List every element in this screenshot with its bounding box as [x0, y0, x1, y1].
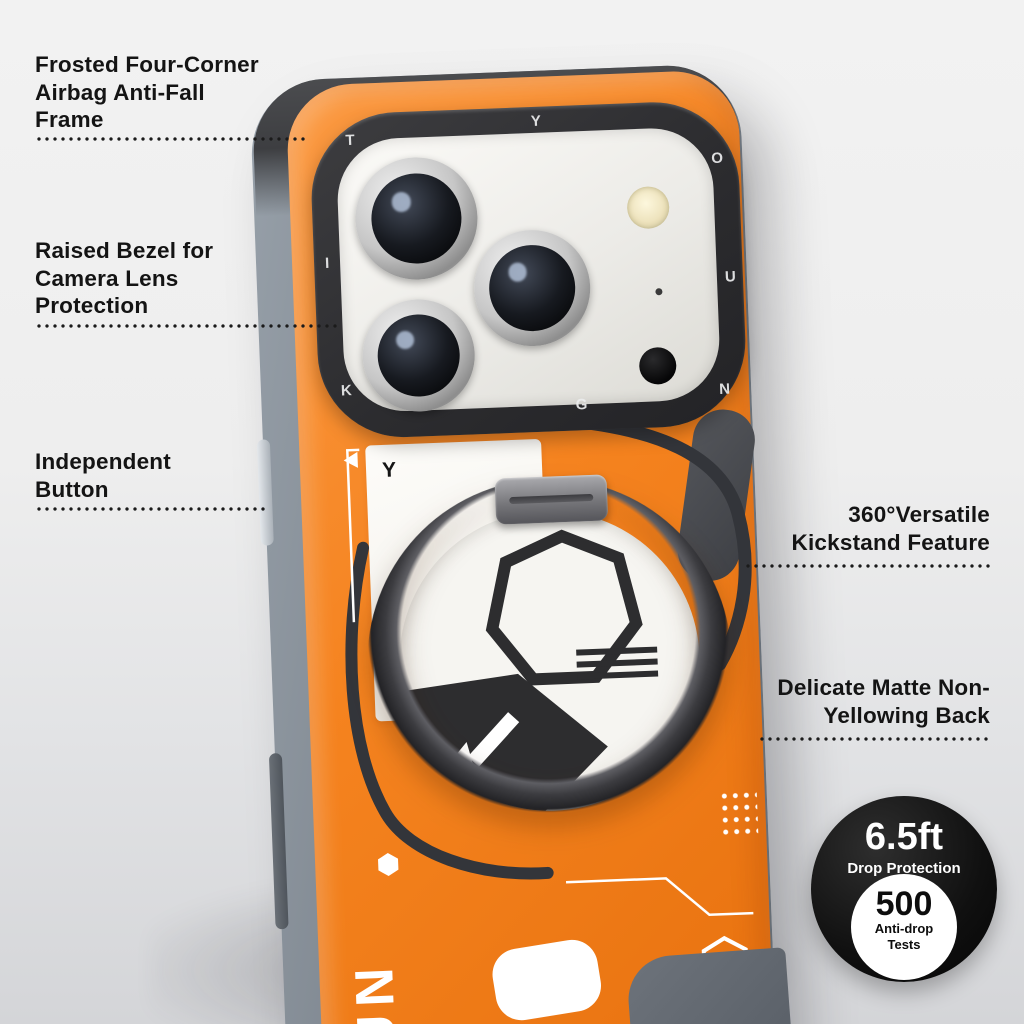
badge-test-caption1: Anti-drop [874, 921, 934, 936]
annotation-bezel-line2: Camera Lens [35, 265, 179, 291]
annotation-kickstand-line2: Kickstand Feature [791, 529, 990, 555]
bezel-letter-u: U [724, 268, 737, 286]
annotation-bezel-line1: Raised Bezel for [35, 238, 214, 263]
leader-kickstand [744, 564, 990, 568]
lens-highlight [391, 191, 412, 213]
annotation-kickstand: 360°Versatile Kickstand Feature [792, 501, 990, 556]
bezel-letter-t: T [345, 131, 355, 150]
annotation-frame-line1: Frosted Four-Corner [35, 52, 259, 77]
leader-button [35, 507, 269, 511]
annotation-button-line1: Independent [35, 449, 171, 474]
brand-letter: Y [381, 458, 397, 482]
dot-grid-print [718, 788, 759, 839]
badge-test-circle: 500 Anti-drop Tests [851, 874, 957, 980]
leader-back [758, 737, 990, 741]
phone-case: Y T Y O U N G K [249, 63, 796, 1024]
annotation-back-line1: Delicate Matte Non- [777, 675, 990, 700]
annotation-button: Independent Button [35, 448, 171, 503]
bezel-letter-g: G [575, 396, 588, 414]
annotation-button-line2: Button [35, 476, 109, 502]
bezel-letter-n: N [718, 380, 731, 398]
annotation-bezel: Raised Bezel for Camera Lens Protection [35, 237, 213, 320]
badge-test-count: 500 [875, 885, 933, 923]
lens-glass [369, 171, 464, 266]
lens-glass [487, 243, 577, 333]
badge-drop-height: 6.5ft [864, 816, 944, 858]
bezel-letter-y: Y [530, 112, 542, 131]
annotation-frame-line2: Airbag Anti-Fall [35, 79, 205, 105]
badge-drop-caption: Drop Protection [847, 860, 961, 877]
annotation-frame-line3: Frame [35, 107, 104, 133]
bezel-letter-o: O [711, 149, 724, 168]
kickstand-hinge [494, 474, 609, 525]
lens-glass [375, 312, 462, 399]
bezel-letter-k: K [340, 382, 353, 400]
badge-test-caption2: Tests [887, 937, 921, 953]
annotation-frame: Frosted Four-Corner Airbag Anti-Fall Fra… [35, 51, 259, 134]
drop-protection-badge: 6.5ft Drop Protection 500 Anti-drop Test… [811, 796, 997, 982]
fun-print-text: FUN [339, 869, 410, 1024]
annotation-back-line2: Yellowing Back [823, 702, 990, 728]
annotation-bezel-line3: Protection [35, 293, 149, 319]
leader-bezel [35, 324, 341, 328]
annotation-back: Delicate Matte Non- Yellowing Back [777, 674, 990, 729]
leader-frame [35, 137, 309, 141]
bezel-letter-i: I [324, 254, 330, 273]
annotation-kickstand-line1: 360°Versatile [848, 502, 990, 527]
camera-module: T Y O U N G K I [308, 99, 749, 441]
